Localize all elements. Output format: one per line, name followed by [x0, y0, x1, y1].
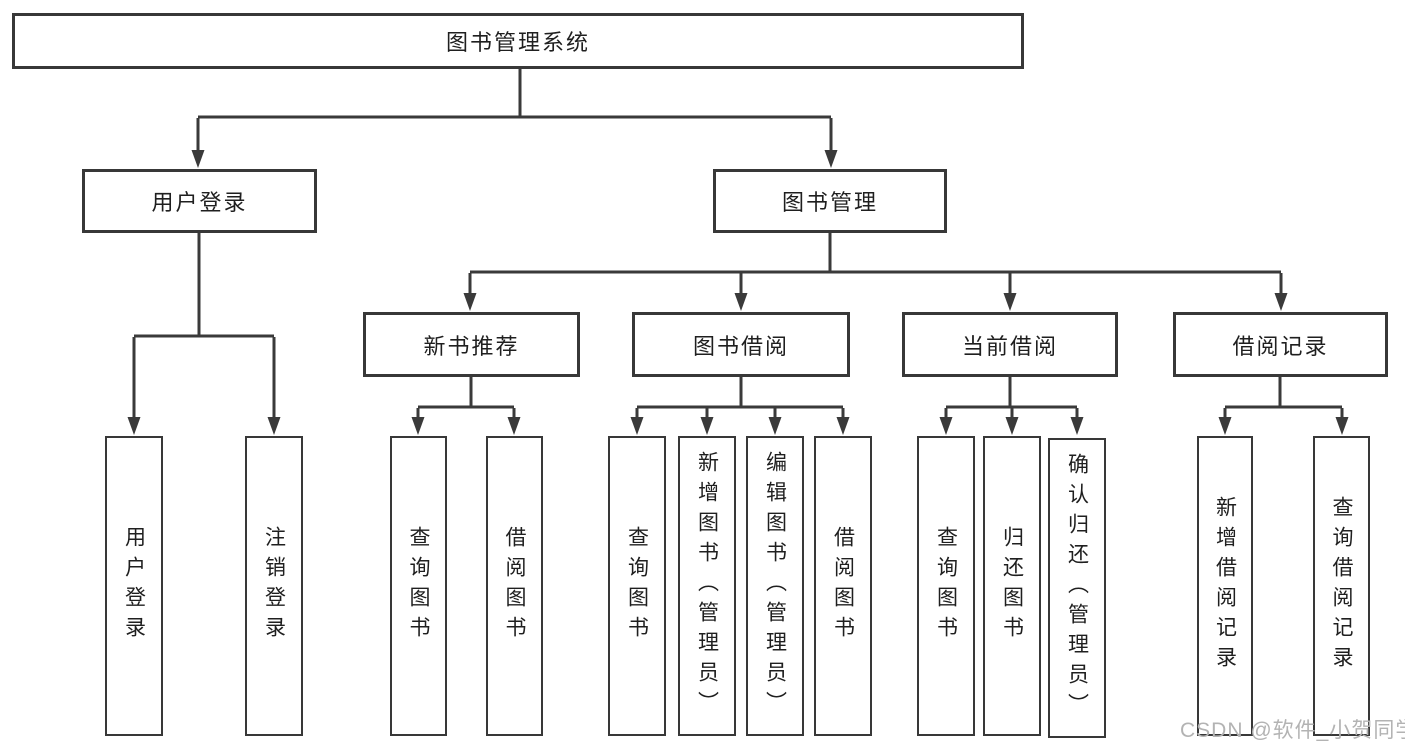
- leaf-borrowing-query-book: 查询图书: [608, 436, 666, 736]
- leaf-newbook-query-book: 查询图书: [390, 436, 447, 736]
- node-borrowing-records: 借阅记录: [1173, 312, 1388, 377]
- node-book-management: 图书管理: [713, 169, 947, 233]
- leaf-current-return-book: 归还图书: [983, 436, 1041, 736]
- node-new-book-recommend: 新书推荐: [363, 312, 580, 377]
- node-book-borrowing: 图书借阅: [632, 312, 850, 377]
- leaf-borrowing-edit-book-admin: 编辑图书（管理员）: [746, 436, 804, 736]
- leaf-newbook-borrow-book: 借阅图书: [486, 436, 543, 736]
- leaf-borrowing-borrow-book: 借阅图书: [814, 436, 872, 736]
- csdn-watermark: CSDN @软件_小贺同学: [1180, 719, 1405, 742]
- leaf-current-query-book: 查询图书: [917, 436, 975, 736]
- leaf-user-login: 用户登录: [105, 436, 163, 736]
- leaf-logout: 注销登录: [245, 436, 303, 736]
- node-current-borrowing: 当前借阅: [902, 312, 1118, 377]
- leaf-records-add-borrow-record: 新增借阅记录: [1197, 436, 1253, 736]
- leaf-borrowing-add-book-admin: 新增图书（管理员）: [678, 436, 736, 736]
- leaf-current-confirm-return-admin: 确认归还（管理员）: [1048, 438, 1106, 738]
- node-user-login: 用户登录: [82, 169, 317, 233]
- node-root-library-management-system: 图书管理系统: [12, 13, 1024, 69]
- leaf-records-query-borrow-record: 查询借阅记录: [1313, 436, 1370, 736]
